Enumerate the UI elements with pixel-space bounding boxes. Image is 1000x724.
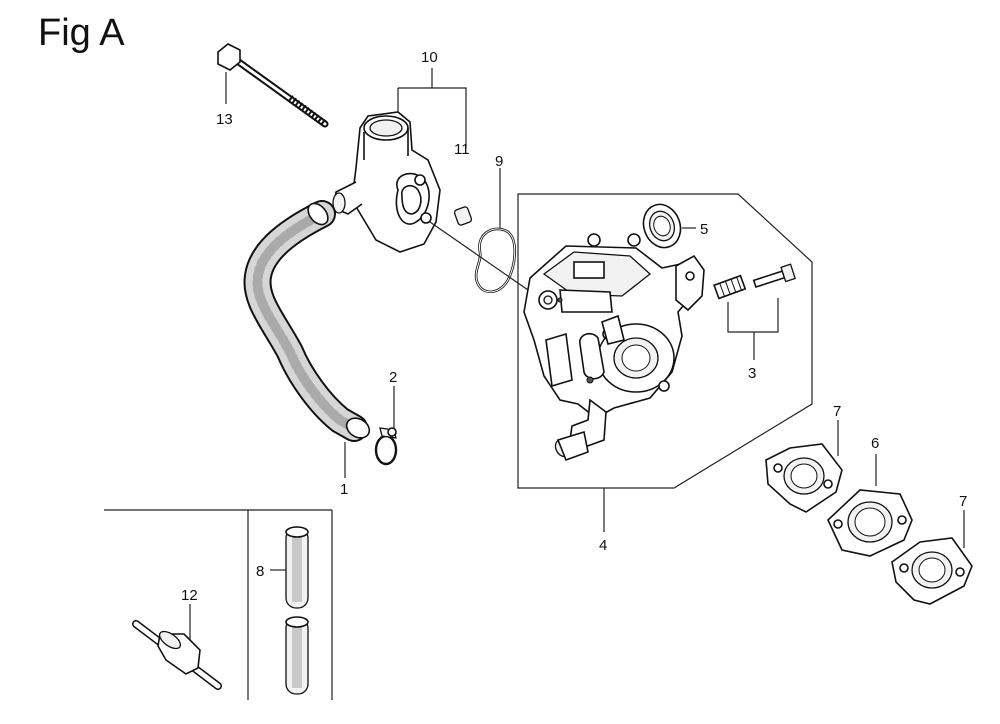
callout-4: 4	[599, 537, 607, 554]
bolt-part-13[interactable]	[217, 43, 329, 128]
callout-7-lower: 7	[959, 493, 967, 510]
callout-10: 10	[421, 49, 438, 66]
callout-13: 13	[216, 111, 233, 128]
insulator-part-6[interactable]	[827, 489, 913, 557]
hose-part-1[interactable]	[243, 200, 372, 442]
gasket-part-7-lower[interactable]	[891, 537, 973, 605]
callout-1: 1	[340, 481, 348, 498]
callout-5: 5	[700, 221, 708, 238]
hose-clamp-part-2[interactable]	[374, 427, 398, 466]
callout-8: 8	[256, 563, 264, 580]
callout-11: 11	[454, 141, 470, 158]
fuel-filter-part-12[interactable]	[132, 620, 222, 690]
callout-6: 6	[871, 435, 879, 452]
callout-12: 12	[181, 587, 198, 604]
carburetor-part-4[interactable]	[523, 233, 705, 462]
seal-part-5[interactable]	[638, 199, 687, 253]
callout-9: 9	[495, 153, 503, 170]
gasket-part-7-upper[interactable]	[765, 443, 843, 513]
fuel-tube-part-8[interactable]	[285, 526, 309, 695]
o-ring-part-9[interactable]	[474, 227, 517, 294]
figure-title: Fig A	[38, 12, 125, 54]
spring-and-screw-part-3[interactable]	[713, 263, 797, 300]
callout-3: 3	[748, 365, 756, 382]
elbow-housing-part-10[interactable]	[332, 111, 441, 253]
callout-2: 2	[389, 369, 397, 386]
dowel-pin-part-11[interactable]	[453, 206, 473, 226]
callout-7-upper: 7	[833, 403, 841, 420]
